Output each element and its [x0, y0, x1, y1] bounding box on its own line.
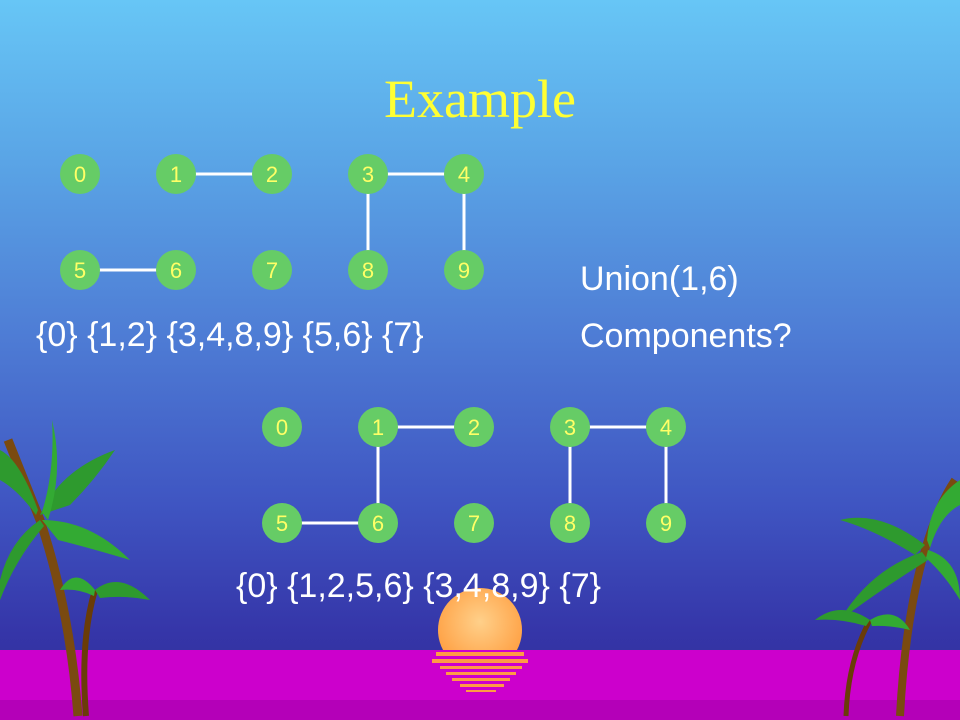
components-question-text: Components?	[580, 317, 792, 355]
bottom-node-5: 5	[262, 503, 302, 543]
bottom-node-label: 3	[564, 415, 576, 440]
top-node-circle	[156, 154, 196, 194]
top-node-label: 7	[266, 258, 278, 283]
bottom-node-6: 6	[358, 503, 398, 543]
top-node-circle	[348, 154, 388, 194]
top-node-4: 4	[444, 154, 484, 194]
top-node-label: 6	[170, 258, 182, 283]
top-node-6: 6	[156, 250, 196, 290]
bottom-node-circle	[262, 503, 302, 543]
top-node-circle	[252, 154, 292, 194]
palm-tree-left	[0, 420, 150, 717]
bottom-node-label: 0	[276, 415, 288, 440]
top-node-label: 0	[74, 162, 86, 187]
bottom-node-7: 7	[454, 503, 494, 543]
top-node-9: 9	[444, 250, 484, 290]
top-node-3: 3	[348, 154, 388, 194]
bottom-node-label: 1	[372, 415, 384, 440]
top-node-circle	[252, 250, 292, 290]
top-node-label: 3	[362, 162, 374, 187]
top-node-label: 1	[170, 162, 182, 187]
bottom-node-8: 8	[550, 503, 590, 543]
bottom-node-9: 9	[646, 503, 686, 543]
top-node-7: 7	[252, 250, 292, 290]
bottom-node-circle	[262, 407, 302, 447]
bottom-node-circle	[454, 503, 494, 543]
union-operation-text: Union(1,6)	[580, 260, 739, 298]
bottom-node-3: 3	[550, 407, 590, 447]
top-node-circle	[156, 250, 196, 290]
top-node-label: 5	[74, 258, 86, 283]
top-node-circle	[60, 154, 100, 194]
top-node-5: 5	[60, 250, 100, 290]
bottom-node-circle	[358, 407, 398, 447]
top-node-circle	[444, 154, 484, 194]
bottom-node-circle	[358, 503, 398, 543]
bottom-node-circle	[646, 503, 686, 543]
top-node-label: 9	[458, 258, 470, 283]
bottom-node-0: 0	[262, 407, 302, 447]
top-node-circle	[60, 250, 100, 290]
bottom-node-label: 8	[564, 511, 576, 536]
bottom-node-label: 6	[372, 511, 384, 536]
top-node-circle	[348, 250, 388, 290]
bottom-node-4: 4	[646, 407, 686, 447]
top-graph-nodes: 0 1 2 3 4 5 6 7 8 9	[60, 154, 484, 290]
bottom-node-label: 9	[660, 511, 672, 536]
top-node-label: 4	[458, 162, 470, 187]
top-node-label: 8	[362, 258, 374, 283]
bottom-node-label: 4	[660, 415, 672, 440]
bottom-node-1: 1	[358, 407, 398, 447]
bottom-node-circle	[550, 407, 590, 447]
top-components-text: {0} {1,2} {3,4,8,9} {5,6} {7}	[36, 316, 424, 354]
top-node-label: 2	[266, 162, 278, 187]
top-node-circle	[444, 250, 484, 290]
bottom-node-label: 2	[468, 415, 480, 440]
top-node-2: 2	[252, 154, 292, 194]
top-node-1: 1	[156, 154, 196, 194]
bottom-node-label: 5	[276, 511, 288, 536]
bottom-components-text: {0} {1,2,5,6} {3,4,8,9} {7}	[236, 567, 601, 605]
top-node-0: 0	[60, 154, 100, 194]
bottom-node-circle	[454, 407, 494, 447]
bottom-node-circle	[646, 407, 686, 447]
sun-reflection	[432, 652, 528, 692]
bottom-graph-nodes: 0 1 2 3 4 5 6 7 8 9	[262, 407, 686, 543]
bottom-node-circle	[550, 503, 590, 543]
slide-title: Example	[384, 69, 576, 129]
bottom-node-label: 7	[468, 511, 480, 536]
top-node-8: 8	[348, 250, 388, 290]
bottom-node-2: 2	[454, 407, 494, 447]
palm-tree-right	[815, 477, 960, 717]
